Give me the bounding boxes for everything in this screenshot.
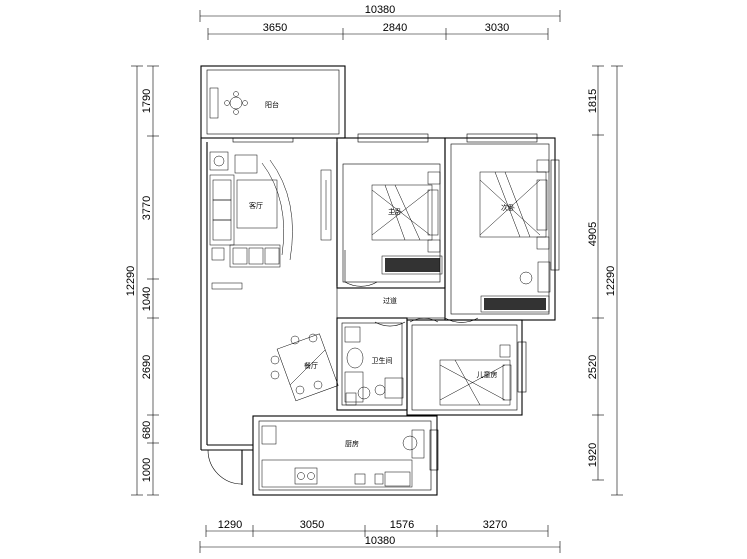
child-room-furniture: [374, 344, 512, 406]
bottom-dimension-4: 3270: [483, 519, 507, 531]
dining-furniture: [270, 333, 339, 402]
right-dimension-2: 4905: [587, 222, 599, 246]
right-dimension-1: 1815: [587, 89, 599, 113]
top-dimensions: 10380 3650 2840 3030: [199, 4, 561, 40]
doors: [207, 250, 479, 485]
room-label-corridor: 过道: [383, 296, 397, 305]
bath-door-swing: [374, 321, 406, 327]
top-dimension-1: 3650: [263, 22, 287, 34]
right-dimensions: 1815 4905 2520 1920 12290: [587, 65, 623, 496]
bathroom-furniture: [344, 326, 371, 406]
room-label-second-bedroom: 次卧: [501, 203, 515, 212]
left-dimension-2: 3770: [141, 196, 153, 220]
bottom-dimensions: 1290 3050 1576 3270 10380: [199, 519, 561, 553]
windows: [232, 133, 560, 471]
top-total-dimension: 10380: [365, 4, 396, 16]
entry-door-swing: [207, 449, 243, 485]
left-total-dimension: 12290: [125, 266, 137, 297]
room-label-balcony: 阳台: [265, 100, 279, 109]
master-bedroom-furniture: [371, 171, 443, 275]
room-label-master-bedroom: 主卧: [388, 207, 402, 216]
second-bedroom-furniture: [479, 159, 551, 313]
bottom-dimension-3: 1576: [390, 519, 414, 531]
left-dimension-5: 680: [141, 421, 153, 439]
left-dimension-4: 2690: [141, 355, 153, 379]
room-label-living-room: 客厅: [249, 201, 263, 210]
room-label-bathroom: 卫生间: [372, 356, 393, 365]
child-door-swing: [409, 318, 439, 323]
bottom-dimension-2: 3050: [300, 519, 324, 531]
left-dimension-1: 1790: [141, 89, 153, 113]
second-door-swing: [444, 285, 479, 323]
left-dimensions: 12290 1790 3770 1040 2690 680 1000: [125, 65, 159, 496]
right-total-dimension: 12290: [605, 266, 617, 297]
bottom-dimension-1: 1290: [218, 519, 242, 531]
room-label-kitchen: 厨房: [345, 439, 359, 448]
walls: [200, 65, 556, 496]
master-door-swing: [344, 250, 378, 287]
bottom-total-dimension: 10380: [365, 535, 396, 547]
right-dimension-3: 2520: [587, 355, 599, 379]
room-label-dining-room: 餐厅: [304, 361, 318, 370]
balcony-furniture: [209, 87, 248, 119]
kitchen-furniture: [261, 425, 425, 488]
left-dimension-6: 1000: [141, 458, 153, 482]
left-dimension-3: 1040: [141, 287, 153, 311]
room-labels: 阳台 客厅 主卧 次卧 过道 卫生间 餐厅 儿童房 厨房: [249, 100, 515, 448]
room-label-child-room: 儿童房: [477, 370, 498, 379]
right-dimension-4: 1920: [587, 443, 599, 467]
living-room-furniture: [209, 151, 332, 290]
top-dimension-3: 3030: [485, 22, 509, 34]
top-dimension-2: 2840: [383, 22, 407, 34]
